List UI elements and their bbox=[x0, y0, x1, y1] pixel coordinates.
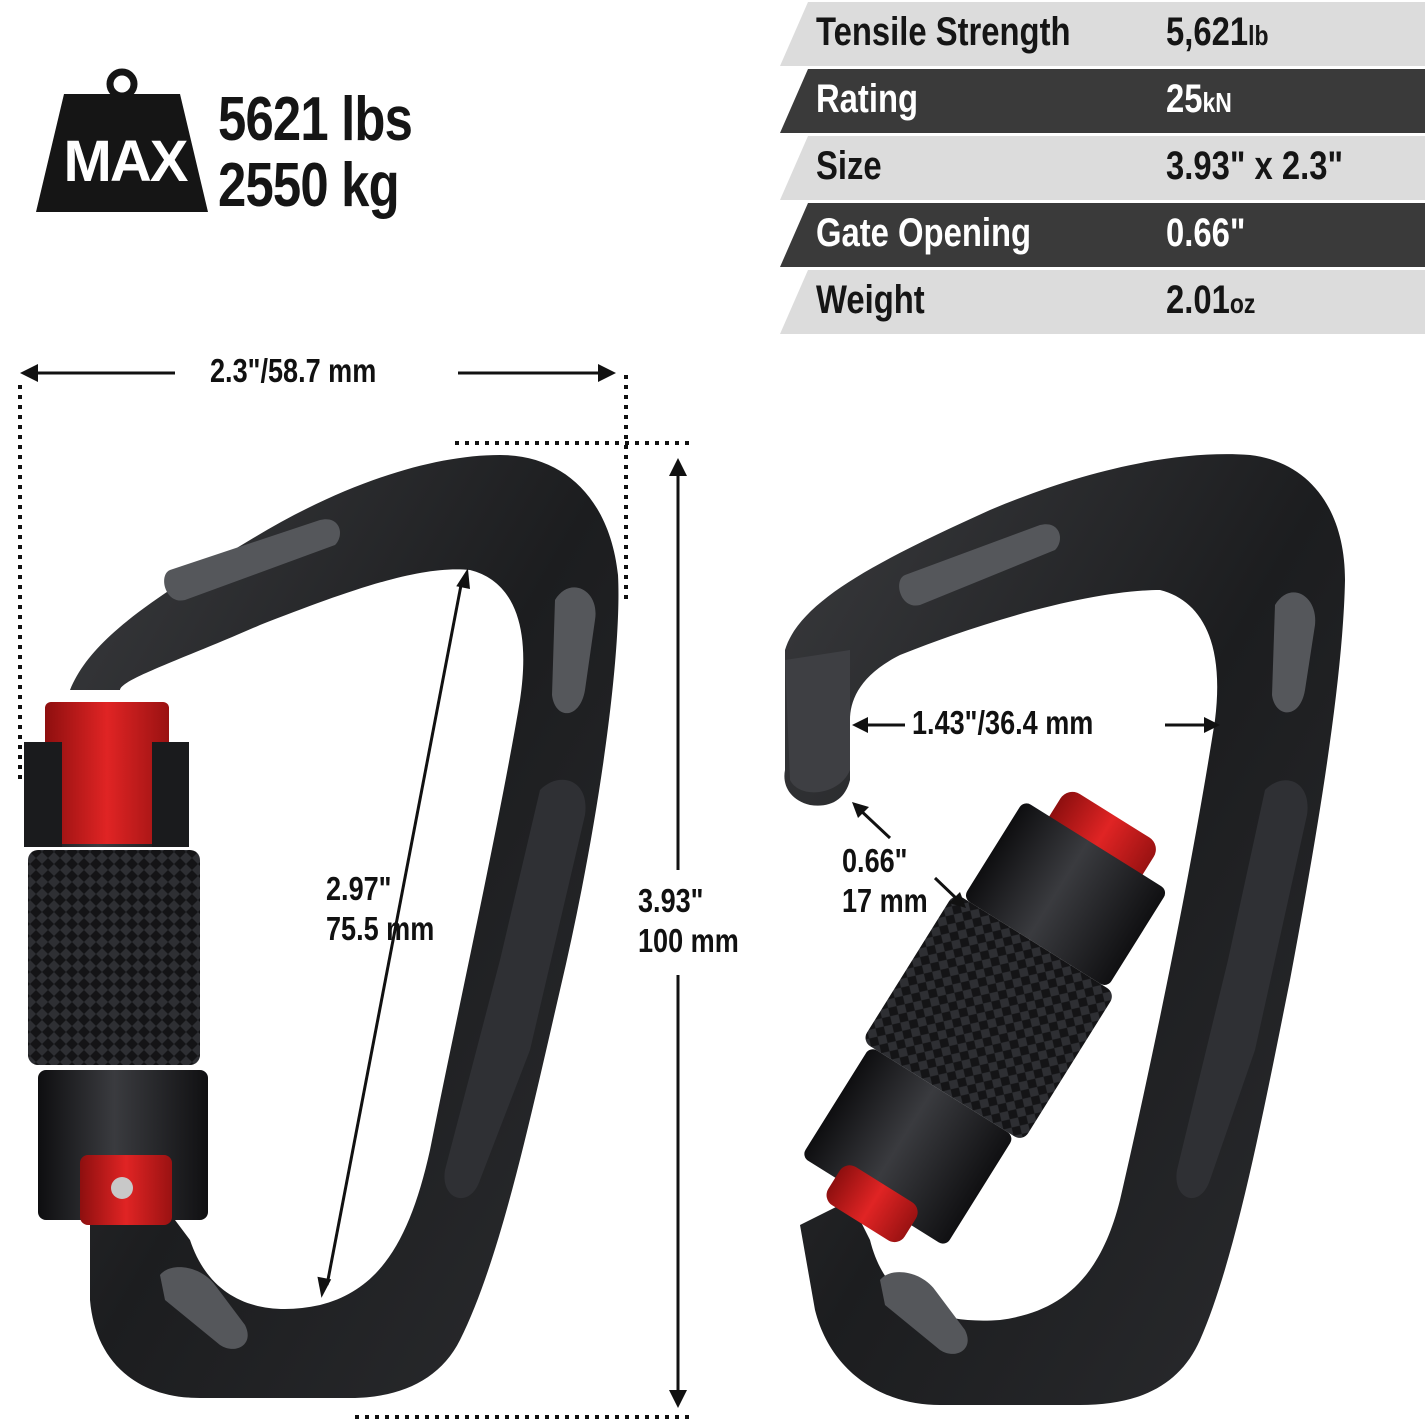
dim-length-in: 3.93" bbox=[638, 882, 704, 919]
right-hook-face bbox=[785, 650, 850, 793]
spec-value: 5,621lb bbox=[1166, 10, 1269, 54]
dimension-lines bbox=[18, 364, 1220, 1419]
left-inlay-right bbox=[552, 587, 596, 714]
max-label: MAX bbox=[63, 129, 189, 194]
right-red-tab bbox=[826, 1165, 918, 1243]
dim-inner-length-mm: 75.5 mm bbox=[326, 910, 435, 947]
spec-name: Gate Opening bbox=[816, 211, 1032, 255]
dim-length-mm: 100 mm bbox=[638, 922, 739, 959]
right-inlay-spine bbox=[1176, 780, 1308, 1199]
spec-name: Size bbox=[816, 144, 882, 188]
right-carabiner bbox=[784, 454, 1345, 1406]
spec-name: Rating bbox=[816, 77, 919, 121]
left-knurled-grip bbox=[28, 850, 200, 1065]
weight-icon bbox=[36, 68, 208, 212]
dim-gate-opening-in: 0.66" bbox=[842, 842, 908, 879]
right-inlay-bottom bbox=[880, 1272, 968, 1354]
left-red-collar bbox=[45, 702, 169, 844]
spec-row-weight: Weight 2.01oz bbox=[780, 270, 1425, 334]
spec-name: Weight bbox=[816, 278, 925, 322]
right-inlay-top bbox=[899, 524, 1060, 606]
max-weight-lbs: 5621 lbs bbox=[218, 85, 413, 154]
spec-value: 2.01oz bbox=[1166, 278, 1256, 322]
spec-table: Tensile Strength 5,621lb Rating 25kN Siz… bbox=[780, 0, 1425, 335]
left-sleeve-slot-l bbox=[24, 742, 62, 847]
left-inlay-top bbox=[164, 519, 340, 601]
spec-row-size: Size 3.93" x 2.3" bbox=[780, 136, 1425, 200]
right-gate bbox=[804, 791, 1166, 1244]
spec-row-tensile-strength: Tensile Strength 5,621lb bbox=[780, 2, 1425, 66]
dim-inner-length-in: 2.97" bbox=[326, 870, 392, 907]
max-weight-kg: 2550 kg bbox=[218, 151, 400, 220]
right-inlay-right bbox=[1272, 592, 1316, 713]
spec-name: Tensile Strength bbox=[816, 10, 1071, 54]
spec-value: 25kN bbox=[1166, 77, 1232, 121]
dim-gate-opening-mm: 17 mm bbox=[842, 882, 928, 919]
left-inlay-spine bbox=[444, 779, 586, 1199]
spec-value: 0.66" bbox=[1166, 211, 1246, 255]
left-pin bbox=[111, 1177, 133, 1199]
spec-value: 3.93" x 2.3" bbox=[1166, 144, 1344, 188]
spec-row-rating: Rating 25kN bbox=[780, 69, 1425, 133]
dim-width-label: 2.3"/58.7 mm bbox=[210, 352, 377, 389]
spec-row-gate-opening: Gate Opening 0.66" bbox=[780, 203, 1425, 267]
left-inlay-bottom bbox=[160, 1267, 248, 1349]
right-sleeve-top bbox=[965, 803, 1166, 985]
dim-gate-width: 1.43"/36.4 mm bbox=[912, 704, 1094, 741]
left-carabiner bbox=[24, 455, 619, 1398]
right-knurled-grip bbox=[865, 896, 1112, 1138]
left-sleeve-slot-r bbox=[152, 742, 189, 847]
right-sleeve-bottom bbox=[804, 1049, 1012, 1244]
